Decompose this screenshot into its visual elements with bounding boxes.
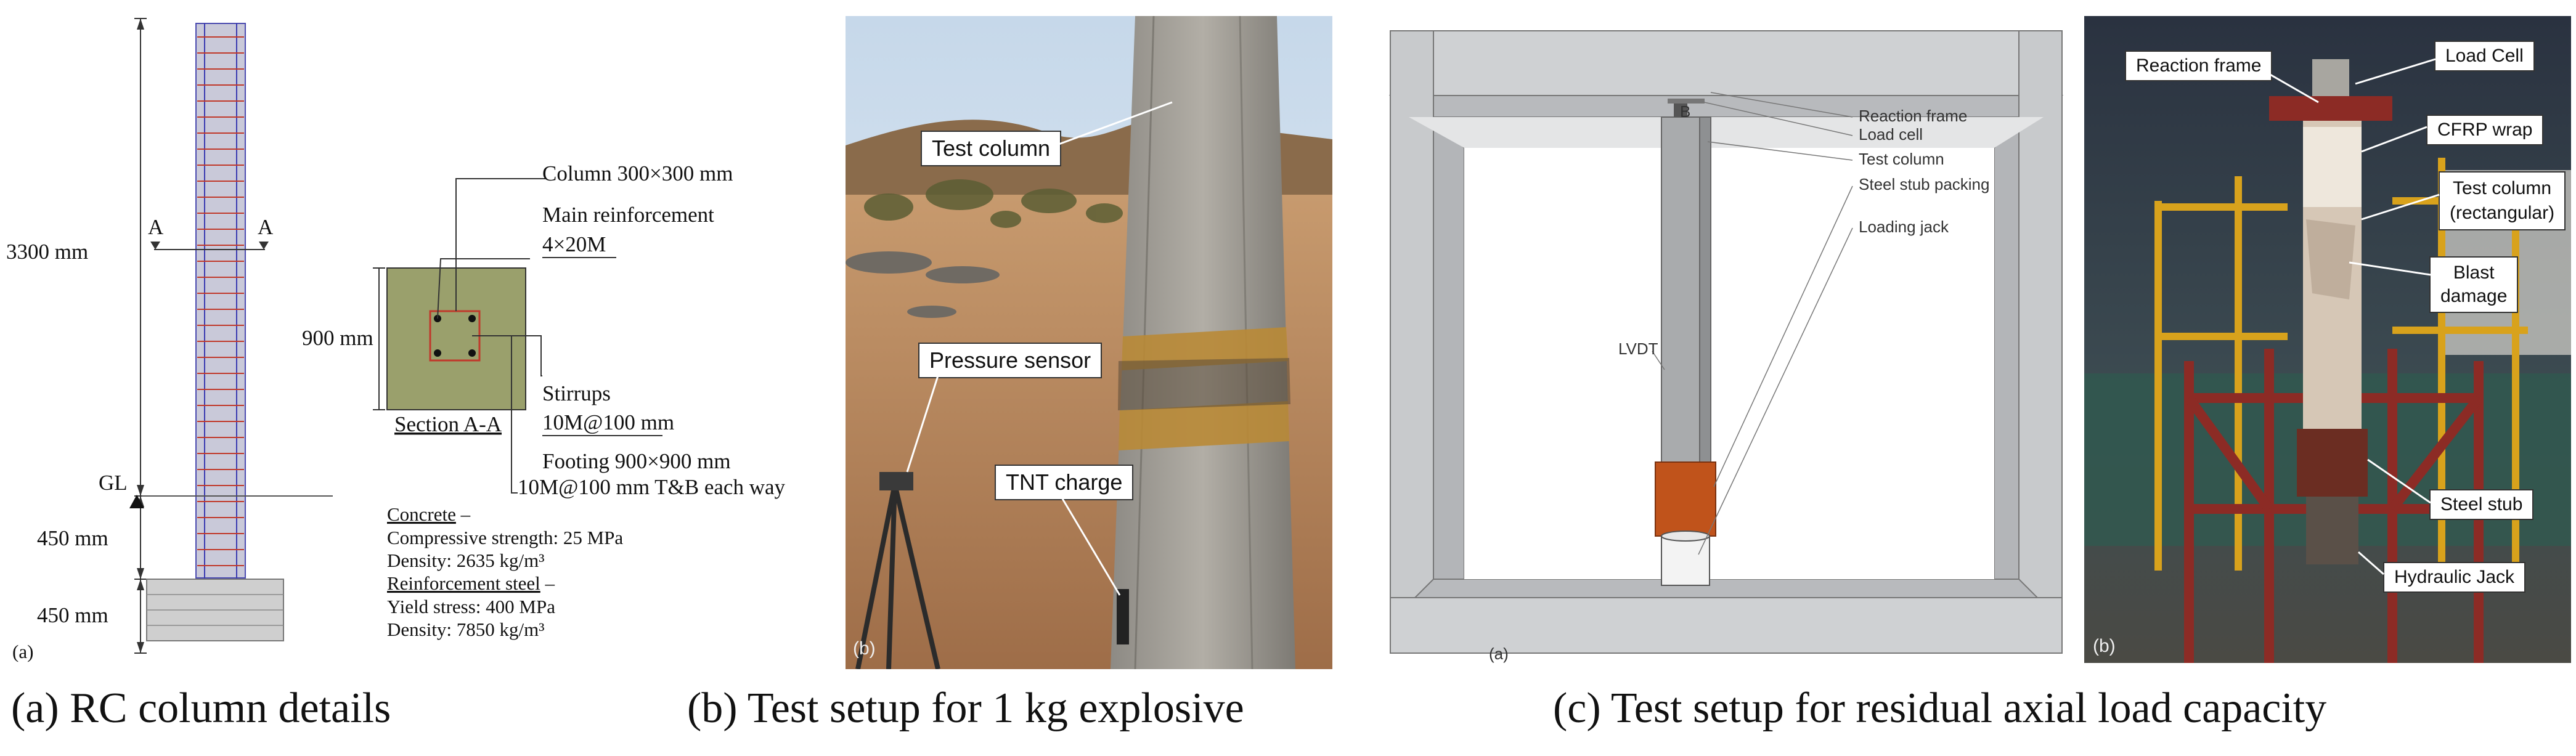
concrete-density: Density: 2635 kg/m³ — [387, 550, 545, 571]
main-reinforcement-label: Main reinforcement — [542, 203, 714, 227]
column-elevation — [195, 23, 246, 579]
lab-reaction-frame-callout: Reaction frame — [2125, 51, 2273, 81]
lab-test-column-callout: Test column (rectangular) — [2439, 171, 2566, 230]
lab-steel-stub — [2297, 429, 2368, 497]
panel-c2-leaders — [2268, 58, 2440, 575]
panel-lab-test-photo: Reaction frame Load Cell CFRP wrap Test … — [2084, 16, 2571, 663]
width-900-label: 900 mm — [302, 326, 373, 350]
section-mark-right: A — [258, 215, 274, 239]
panel-field-test-photo: Test column Pressure sensor TNT charge (… — [846, 16, 1332, 669]
lab-blast-line1: Blast — [2453, 262, 2495, 283]
caption-a: (a) RC column details — [11, 685, 391, 732]
footing-value: 10M@100 mm T&B each way — [518, 475, 786, 499]
lab-steel-stub-callout: Steel stub — [2429, 489, 2534, 520]
test-column-callout: Test column — [921, 131, 1062, 166]
reaction-frame-drawing: Reaction frame Load cell Test column Ste… — [1388, 30, 2064, 663]
lab-load-cell-callout: Load Cell — [2434, 41, 2535, 71]
lab-test-column-line2: (rectangular) — [2450, 203, 2555, 223]
panel-reaction-frame-cad: Reaction frame Load cell Test column Ste… — [1384, 25, 2081, 665]
height-450-upper-label: 450 mm — [37, 526, 108, 550]
column-size-label: Column 300×300 mm — [542, 161, 733, 185]
cad-loading-jack-label: Loading jack — [1859, 217, 1949, 236]
panel-c2-sublabel: (b) — [2093, 636, 2116, 656]
cad-steel-stub-label: Steel stub packing — [1859, 175, 1989, 193]
panel-rc-column-details: A A GL 3300 mm 450 mm 450 mm (a) 900 mm … — [0, 0, 838, 672]
panel-a-sublabel: (a) — [12, 641, 33, 662]
footing-label: Footing 900×900 mm — [542, 449, 731, 473]
main-reinforcement-value: 4×20M — [542, 232, 606, 256]
ground-level-label: GL — [99, 471, 128, 495]
steel-yield: Yield stress: 400 MPa — [387, 596, 555, 617]
lab-hydraulic-jack-callout: Hydraulic Jack — [2383, 562, 2526, 593]
lab-test-column-line1: Test column — [2453, 178, 2552, 198]
section-label: Section A-A — [394, 412, 502, 436]
cad-lvdt-label: LVDT — [1618, 339, 1658, 358]
lab-blast-callout: Blast damage — [2429, 256, 2519, 313]
pressure-sensor-callout: Pressure sensor — [918, 343, 1103, 378]
concrete-heading: Concrete – — [387, 503, 471, 525]
caption-c: (c) Test setup for residual axial load c… — [1553, 685, 2327, 732]
stirrups-label: Stirrups — [542, 381, 611, 405]
panel-b-sublabel: (b) — [853, 638, 876, 659]
steel-heading: Reinforcement steel – — [387, 572, 555, 594]
cad-loading-jack — [1661, 535, 1710, 586]
lab-cfrp-callout: CFRP wrap — [2426, 115, 2544, 145]
cad-steel-stub — [1655, 461, 1716, 537]
cad-reaction-frame-label: Reaction frame — [1859, 107, 1967, 125]
section-mark-left: A — [148, 215, 164, 239]
height-450-lower-label: 450 mm — [37, 603, 108, 627]
caption-b: (b) Test setup for 1 kg explosive — [687, 685, 1244, 732]
cad-top-mark: B — [1680, 102, 1690, 121]
panel-b-leaders — [906, 101, 1173, 596]
cad-load-cell-label: Load cell — [1859, 125, 1923, 144]
stirrups-value: 10M@100 mm — [542, 410, 674, 434]
cad-test-column-label: Test column — [1859, 150, 1944, 168]
panel-c1-sublabel: (a) — [1489, 644, 1509, 663]
lab-hydraulic-jack — [2306, 497, 2358, 564]
lab-blast-line2: damage — [2440, 286, 2508, 306]
rc-column-drawing: A A GL 3300 mm 450 mm 450 mm (a) 900 mm … — [6, 18, 786, 662]
tnt-charge-callout: TNT charge — [995, 465, 1134, 500]
height-3300-label: 3300 mm — [6, 240, 88, 264]
steel-density: Density: 7850 kg/m³ — [387, 619, 545, 640]
concrete-strength: Compressive strength: 25 MPa — [387, 527, 623, 548]
cad-test-column — [1661, 116, 1700, 463]
